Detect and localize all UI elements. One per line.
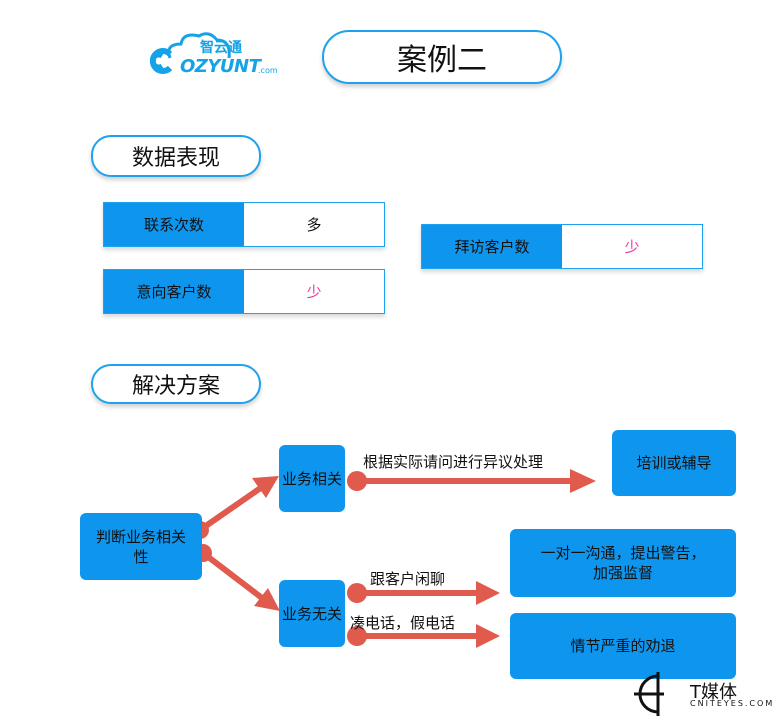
arrowhead-judge-related [252, 476, 279, 498]
data-row-label: 拜访客户数 [422, 225, 562, 268]
training-box: 培训或辅导 [612, 430, 736, 496]
data-row-intent-customers: 意向客户数 少 [103, 269, 385, 314]
arrowhead-unrelated-warn [476, 581, 500, 605]
data-row-contacts: 联系次数 多 [103, 202, 385, 247]
arrowhead-related-train [570, 469, 596, 493]
watermark-logo-icon [634, 672, 664, 716]
logo-en-text: OZYUNT [180, 56, 261, 77]
data-row-label: 意向客户数 [104, 270, 244, 313]
arrowhead-judge-unrelated [254, 588, 280, 611]
logo-cn-text: 智云通 [200, 40, 242, 56]
data-row-value: 少 [624, 238, 640, 256]
arrow-dot [347, 583, 367, 603]
section-solution-heading: 解决方案 [91, 364, 261, 404]
data-row-visited-customers: 拜访客户数 少 [421, 224, 703, 269]
data-row-label: 联系次数 [104, 203, 244, 246]
arrow-judge-unrelated [201, 550, 264, 601]
judge-relevance-box: 判断业务相关性 [80, 513, 202, 580]
dismiss-box: 情节严重的劝退 [510, 613, 736, 679]
fake-call-label: 凑电话，假电话 [350, 614, 456, 632]
logo-cloud-shape [167, 32, 231, 59]
logo-cloud-icon [149, 48, 173, 74]
warning-box: 一对一沟通，提出警告，加强监督 [510, 529, 736, 597]
arrow-judge-related [198, 484, 264, 533]
logo-com-text: .com [258, 66, 278, 75]
arrowhead-unrelated-dismiss [476, 624, 500, 648]
data-row-value: 少 [306, 283, 322, 301]
watermark-cn: T媒体 [690, 682, 737, 703]
chat-label: 跟客户闲聊 [370, 570, 446, 588]
arrow-dot [347, 471, 367, 491]
watermark-en: CNITEYES.COM [690, 699, 775, 708]
section-data-heading: 数据表现 [91, 135, 261, 177]
business-unrelated-box: 业务无关 [279, 580, 345, 647]
business-related-box: 业务相关 [279, 445, 345, 512]
related-action-label: 根据实际请问进行异议处理 [363, 453, 544, 471]
page-title: 案例二 [322, 30, 562, 84]
data-row-value: 多 [306, 216, 322, 234]
